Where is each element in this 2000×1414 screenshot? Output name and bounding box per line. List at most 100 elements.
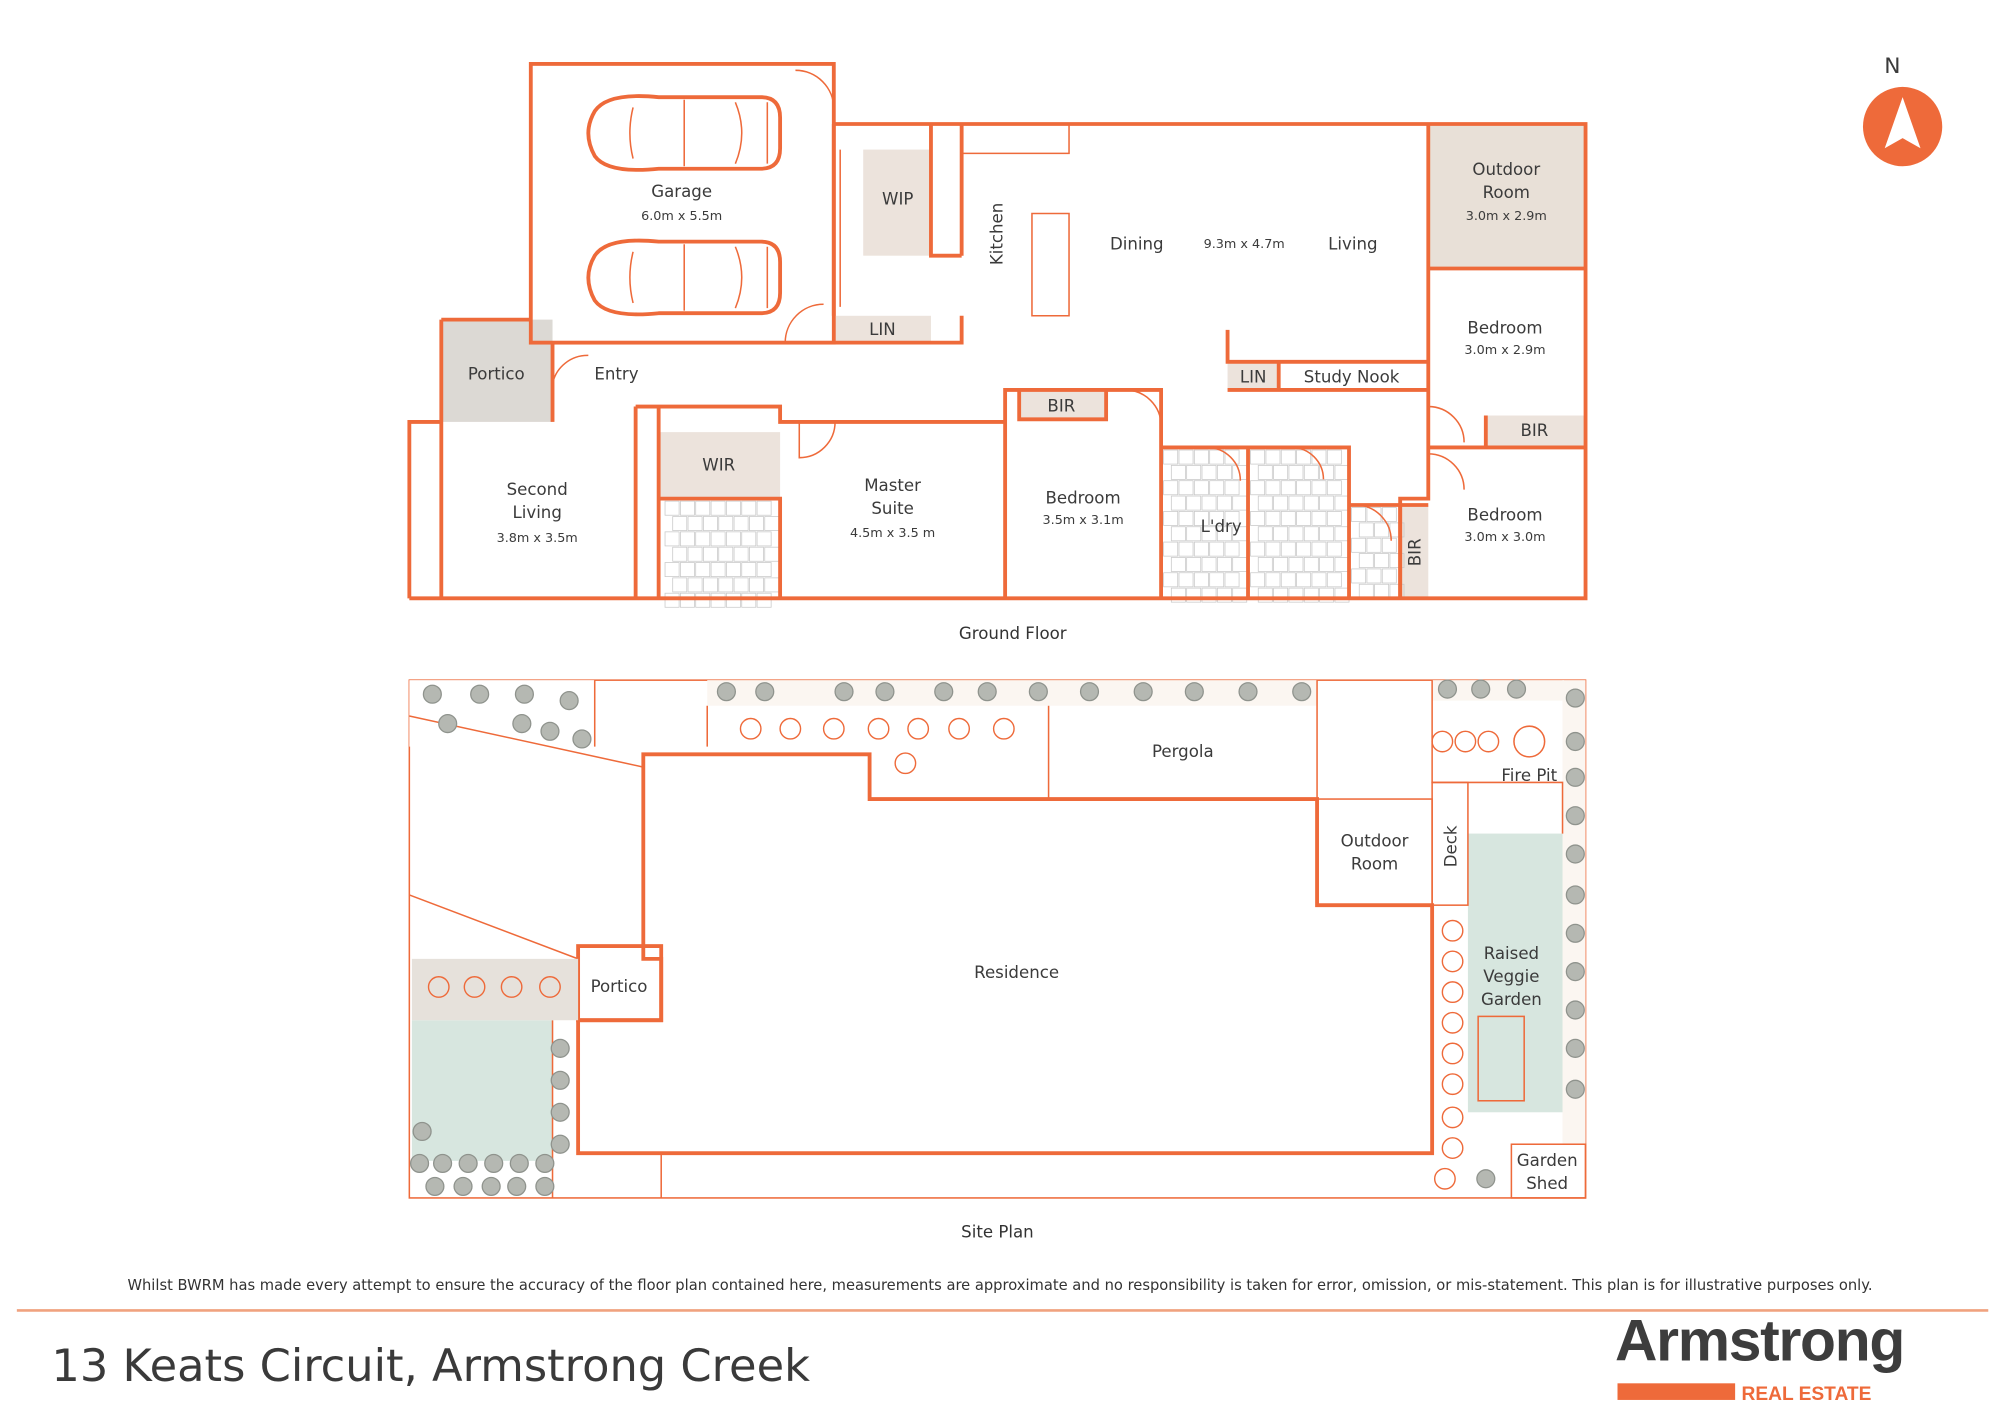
- shrub-icon: [507, 1176, 527, 1197]
- tile: [764, 546, 780, 562]
- tile: [1186, 495, 1202, 511]
- tile: [726, 500, 741, 516]
- tile: [1209, 449, 1225, 465]
- tile: [687, 516, 703, 531]
- wir-fill: [658, 432, 781, 499]
- lin-fill: [833, 315, 931, 343]
- shrub-icon: [1292, 682, 1312, 702]
- tile: [1224, 480, 1240, 496]
- tile: [1163, 511, 1179, 526]
- shrub-icon: [1184, 682, 1204, 702]
- tile: [679, 500, 695, 516]
- garage-walls: [528, 62, 836, 345]
- tile: [710, 562, 726, 577]
- dining-label: Dining: [1110, 234, 1164, 253]
- plant-icon: [1441, 1106, 1464, 1129]
- residence-label: Residence: [974, 963, 1059, 982]
- fire-pit-icon: [1513, 725, 1546, 758]
- tile: [1265, 572, 1281, 588]
- plant-icon: [463, 976, 486, 998]
- tile: [703, 516, 718, 531]
- bedroom-ne-size: 3.0m x 2.9m: [1464, 343, 1545, 358]
- second-living-label-2: Living: [512, 503, 561, 522]
- tile: [1265, 480, 1281, 496]
- tile: [1311, 511, 1327, 526]
- tile: [1163, 480, 1179, 496]
- tile: [749, 577, 764, 593]
- tile: [1296, 541, 1312, 557]
- bir-vertical-fill: [1400, 505, 1429, 599]
- plant-icon: [1441, 919, 1464, 942]
- lin-label: LIN: [869, 320, 896, 339]
- tile: [1216, 557, 1232, 572]
- garage-label: Garage: [651, 182, 712, 201]
- tile: [1280, 511, 1296, 526]
- tile: [679, 562, 695, 577]
- bedroom-se-label: Bedroom: [1467, 505, 1542, 524]
- study-nook-label: Study Nook: [1304, 367, 1400, 386]
- shrub-icon: [559, 691, 579, 711]
- tile: [1296, 572, 1312, 588]
- tile: [1201, 587, 1217, 603]
- tile: [1288, 557, 1304, 572]
- tile: [1193, 480, 1209, 496]
- tile: [695, 531, 711, 547]
- site-portico-label: Portico: [591, 977, 648, 996]
- tile: [1170, 587, 1186, 603]
- plant-icon: [1441, 1011, 1464, 1034]
- tile: [1178, 541, 1194, 557]
- shrub-icon: [1565, 806, 1585, 826]
- tile: [1273, 464, 1289, 480]
- walls: [1161, 445, 1429, 599]
- tile: [1257, 587, 1273, 603]
- shrub-icon: [934, 682, 954, 702]
- tile: [1358, 553, 1374, 569]
- tile: [1209, 480, 1225, 496]
- shrub-icon: [1565, 844, 1585, 864]
- tile: [703, 546, 718, 562]
- tile: [1280, 480, 1296, 496]
- tile: [1257, 557, 1273, 572]
- tile: [664, 500, 680, 516]
- plant-icon: [894, 752, 917, 775]
- north-label: N: [1884, 54, 1900, 79]
- tile: [1209, 572, 1225, 588]
- deck-label: Deck: [1441, 825, 1460, 867]
- tile: [764, 577, 780, 593]
- tile: [1358, 583, 1374, 599]
- ground-floor-plan: Garage 6.0m x 5.5m WIP Kitchen Dining 9.…: [407, 62, 1588, 608]
- tile: [1334, 464, 1350, 480]
- tile: [1216, 526, 1232, 542]
- tile: [1201, 557, 1217, 572]
- shrub-icon: [1437, 679, 1458, 699]
- shrub-icon: [458, 1153, 478, 1174]
- shrub-icon: [1238, 682, 1258, 702]
- tile: [664, 562, 680, 577]
- lin-study-label: LIN: [1240, 367, 1267, 386]
- bir-vertical-label: BIR: [1406, 538, 1425, 566]
- shrub-icon: [550, 1070, 570, 1090]
- shrub-icon: [834, 682, 854, 702]
- bedroom-se-size: 3.0m x 3.0m: [1464, 530, 1545, 545]
- tile: [1288, 526, 1304, 542]
- tile: [1209, 541, 1225, 557]
- tile: [1280, 572, 1296, 588]
- tile: [1319, 464, 1335, 480]
- tile: [1374, 553, 1390, 569]
- tile: [756, 500, 772, 516]
- tile: [741, 500, 757, 516]
- tile: [1265, 541, 1281, 557]
- tile: [1311, 541, 1327, 557]
- plant-icon: [1441, 981, 1464, 1004]
- tile: [1265, 449, 1281, 465]
- tile: [1163, 541, 1179, 557]
- tile: [1319, 526, 1335, 542]
- tile: [1186, 526, 1202, 542]
- plant-icon: [822, 717, 845, 740]
- site-outdoor-room-label-1: Outdoor: [1341, 831, 1409, 850]
- tile: [695, 562, 711, 577]
- outdoor-room-size: 3.0m x 2.9m: [1466, 209, 1547, 224]
- tile: [695, 500, 711, 516]
- tile: [1381, 537, 1397, 553]
- tile: [1250, 541, 1266, 557]
